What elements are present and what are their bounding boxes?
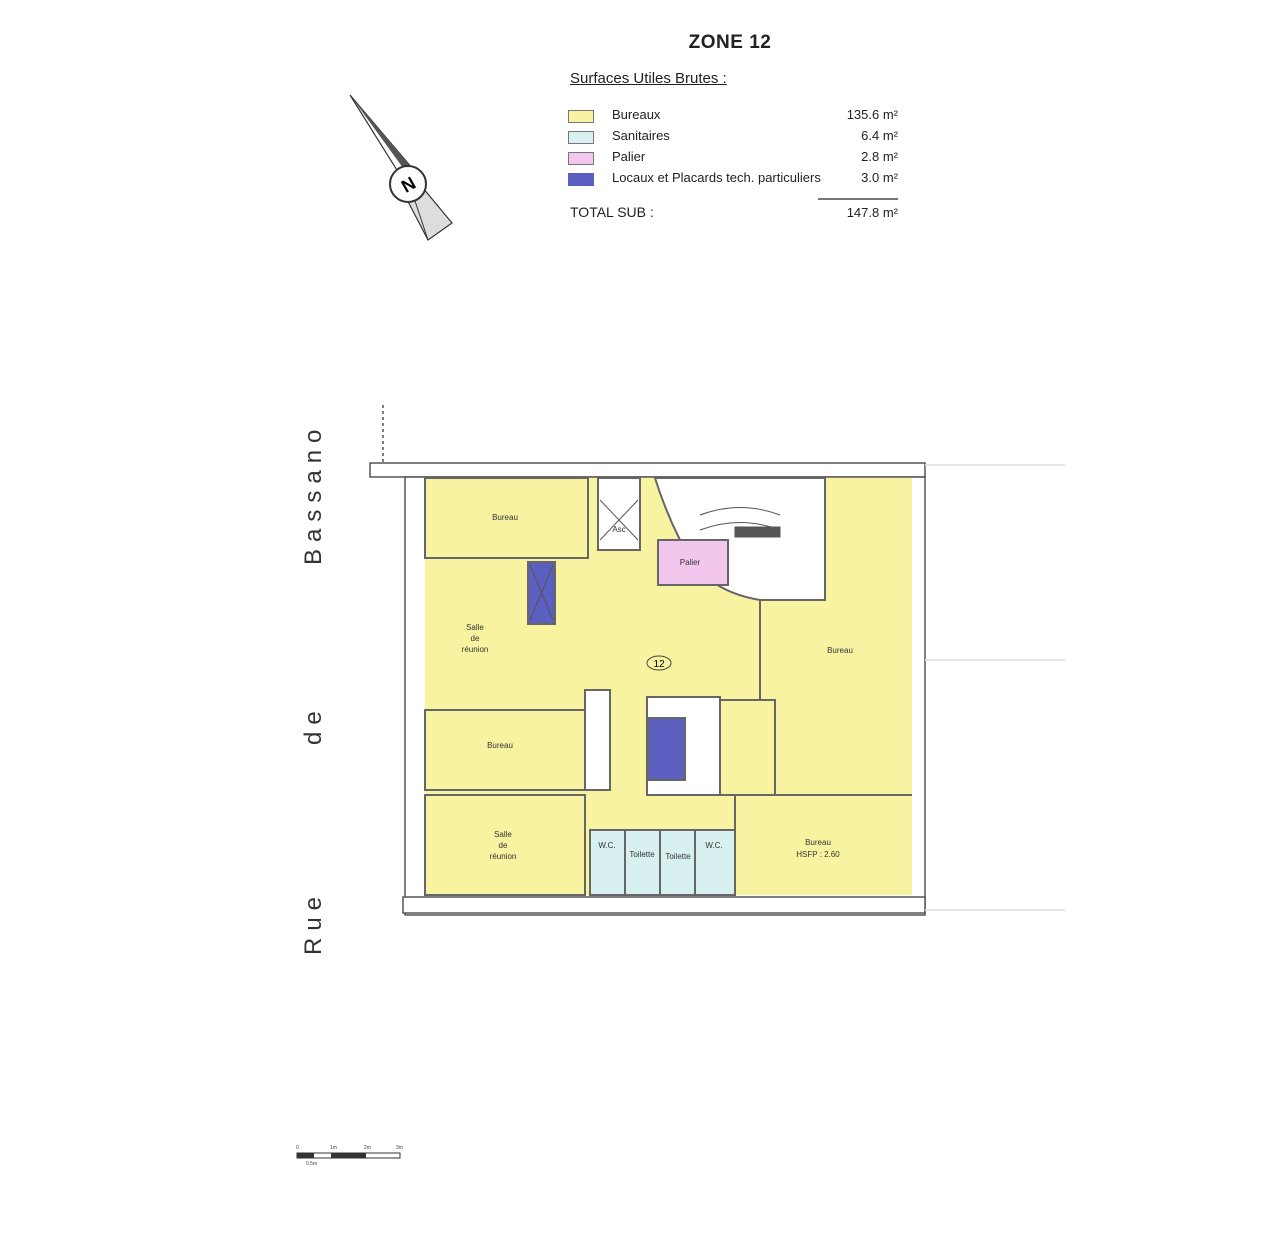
scale-sub: 0.5m xyxy=(306,1161,317,1167)
label-bureau-right: Bureau xyxy=(827,646,853,655)
label-wc-1: W.C. xyxy=(598,841,615,850)
room-palier xyxy=(657,539,729,586)
room-bureau-top-left xyxy=(424,477,589,559)
total-label: TOTAL SUB : xyxy=(570,204,654,220)
scale-tick-3: 3m xyxy=(396,1145,403,1151)
zone-number: 12 xyxy=(653,659,665,670)
label-salle-2a: Salle xyxy=(494,830,512,839)
legend-value: 135.6 m² xyxy=(846,107,898,122)
label-salle-1c: réunion xyxy=(462,645,489,654)
label-bureau-mid-left: Bureau xyxy=(487,741,513,750)
legend-item-sanitaires: Sanitaires 6.4 m² xyxy=(568,128,898,148)
zone-number-marker xyxy=(646,655,672,671)
legend-item-palier: Palier 2.8 m² xyxy=(568,149,898,169)
scale-tick-0: 0 xyxy=(296,1145,299,1151)
label-toilette-1: Toilette xyxy=(629,850,655,859)
sanitaires xyxy=(589,829,736,896)
legend-swatch xyxy=(568,110,594,123)
compass-icon: N xyxy=(349,94,453,241)
duct xyxy=(584,689,611,791)
legend-label: Bureaux xyxy=(612,107,661,122)
legend-value: 2.8 m² xyxy=(861,149,898,164)
label-salle-2b: de xyxy=(499,841,508,850)
legend-label: Palier xyxy=(612,149,646,164)
label-asc: Asc xyxy=(612,525,625,534)
legend-swatch xyxy=(568,152,594,165)
label-salle-2c: réunion xyxy=(490,852,517,861)
room-bureau-mid-left xyxy=(424,709,586,791)
room-locaux-tech-2 xyxy=(647,717,686,781)
elevator-shaft xyxy=(597,477,641,551)
legend-swatch xyxy=(568,173,594,186)
label-palier: Palier xyxy=(680,558,701,567)
legend-value: 3.0 m² xyxy=(861,170,898,185)
room-salle-reunion-2 xyxy=(424,794,586,896)
total-value: 147.8 m² xyxy=(846,205,898,220)
legend-label: Locaux et Placards tech. particuliers xyxy=(612,170,821,185)
label-bureau-top-left: Bureau xyxy=(492,513,518,522)
label-salle-1b: de xyxy=(471,634,480,643)
label-bureau-br-b: HSFP : 2.60 xyxy=(796,850,840,859)
scale-tick-1: 1m xyxy=(330,1145,337,1151)
legend-label: Sanitaires xyxy=(612,128,670,143)
label-salle-1a: Salle xyxy=(466,623,484,632)
scale-tick-2: 2m xyxy=(364,1145,371,1151)
legend-value: 6.4 m² xyxy=(861,128,898,143)
zone-title: ZONE 12 xyxy=(688,32,772,53)
total-divider xyxy=(818,198,898,200)
room-small xyxy=(719,699,776,796)
label-toilette-2: Toilette xyxy=(665,852,691,861)
legend-item-bureaux: Bureaux 135.6 m² xyxy=(568,107,898,127)
scale-bar: 0 1m 2m 3m 0.5m xyxy=(296,1145,403,1167)
legend-swatch xyxy=(568,131,594,144)
label-wc-2: W.C. xyxy=(705,841,722,850)
legend-heading: Surfaces Utiles Brutes : xyxy=(570,70,727,87)
label-bureau-br-a: Bureau xyxy=(805,838,831,847)
legend-item-locaux: Locaux et Placards tech. particuliers 3.… xyxy=(568,170,898,190)
